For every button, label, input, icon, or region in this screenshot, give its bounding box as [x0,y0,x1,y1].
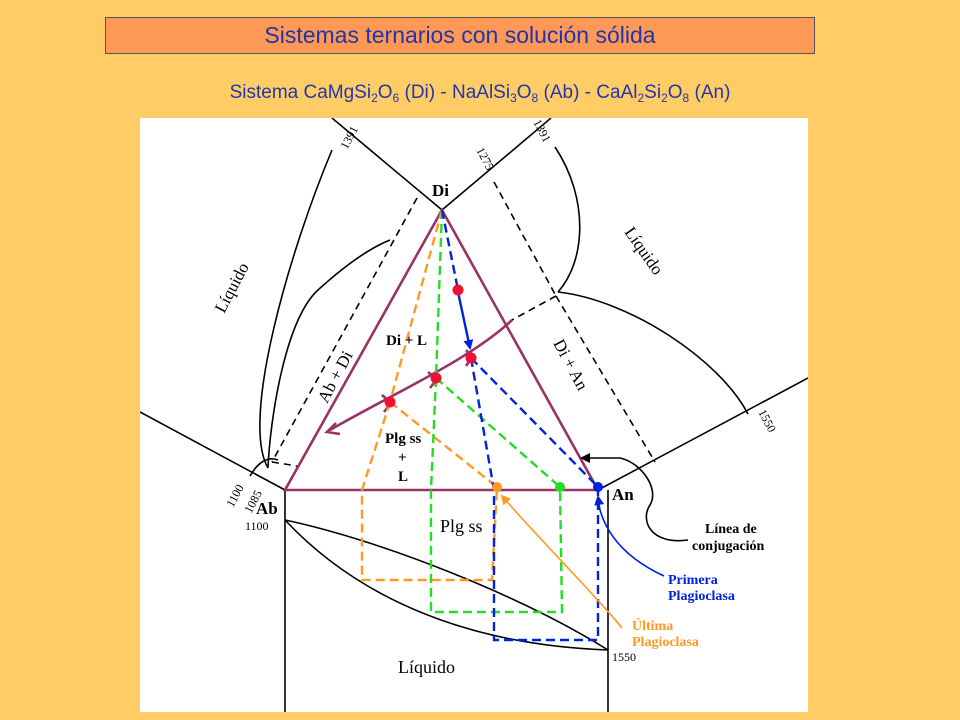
solidus-curve [284,519,609,651]
eutectic-dash-right-a [493,181,557,297]
vertex-ab: Ab [256,499,278,518]
field-plg-ss: Plg ss [385,431,421,447]
temp-1550-bottom: 1550 [612,650,636,664]
isotherm-dashes [271,181,656,467]
eutectic-dash-left [271,197,418,463]
page-subtitle: Sistema CaMgSi2O6 (Di) - NaAlSi3O8 (Ab) … [229,82,731,105]
blue-arrow [456,291,474,350]
cotectic-arrow [324,422,341,436]
green-di-line [434,209,444,379]
binary-diagrams [139,117,809,712]
eutectic-ab-curve [249,458,279,477]
diagram-background [140,118,808,712]
first-plagioclase-arrow [594,495,665,577]
orange-projection [360,401,499,582]
ternary-diagram: Di Ab An Di + L Plg ss + L Plg ss Ab + D… [139,117,809,712]
vertex-an: An [612,485,634,504]
liquidus-left-inner [267,239,391,469]
an-axis-right [597,377,809,491]
last-plagioclase-label-1: Última [632,617,673,634]
cotectic-line [329,319,513,432]
temp-1100-bottom: 1100 [245,519,269,533]
liquidus-right-upper [554,146,581,293]
liquid-label-bottom: Líquido [398,657,455,677]
ab-di-base-left [139,411,286,491]
conjugation-label-1: Línea de [705,522,757,537]
conjugation-label-2: conjugación [692,539,765,554]
last-plagioclase-point [492,482,502,492]
first-plagioclase-label-1: Primera [668,573,718,588]
eutectic-dash-right-c [555,295,656,463]
blue-path [440,209,600,642]
cotectic-point-2 [430,372,442,384]
green-projection [429,377,564,614]
cotectic-point-1 [465,352,477,364]
orange-tie [389,401,498,488]
field-l: L [398,469,408,485]
bulk-composition-point [452,284,464,296]
field-di-l: Di + L [386,333,427,349]
blue-projection [469,357,600,642]
title-banner: Sistemas ternarios con solución sólida [105,17,815,54]
orange-di-line [388,209,444,403]
last-plagioclase-arrow [500,494,623,629]
di-axis-right [441,117,552,211]
eutectic-dash-ab [271,461,298,467]
green-plagioclase-point [555,482,565,492]
first-plagioclase-point [593,482,603,492]
liquidus-left-outer [259,149,333,469]
orange-path [360,209,499,582]
page-title: Sistemas ternarios con solución sólida [264,22,656,48]
triangle-outline [282,207,601,492]
last-plagioclase-label-2: Plagioclasa [632,635,699,650]
di-axis-left [331,117,443,211]
blue-tie [470,357,599,488]
field-plg-ss-bottom: Plg ss [440,516,483,536]
diagram-panel: Di Ab An Di + L Plg ss + L Plg ss Ab + D… [139,117,809,712]
conjugation-arrow [580,453,689,542]
cotectic-point-3 [384,396,396,408]
green-path [429,209,564,614]
first-plagioclase-label-2: Plagioclasa [668,589,735,604]
eutectic-dash-right-b [511,295,557,321]
field-plus: + [398,450,407,466]
vertex-di: Di [432,181,449,200]
liquidus-right-lower [557,291,749,415]
liquidus-bottom-curve [284,519,609,651]
